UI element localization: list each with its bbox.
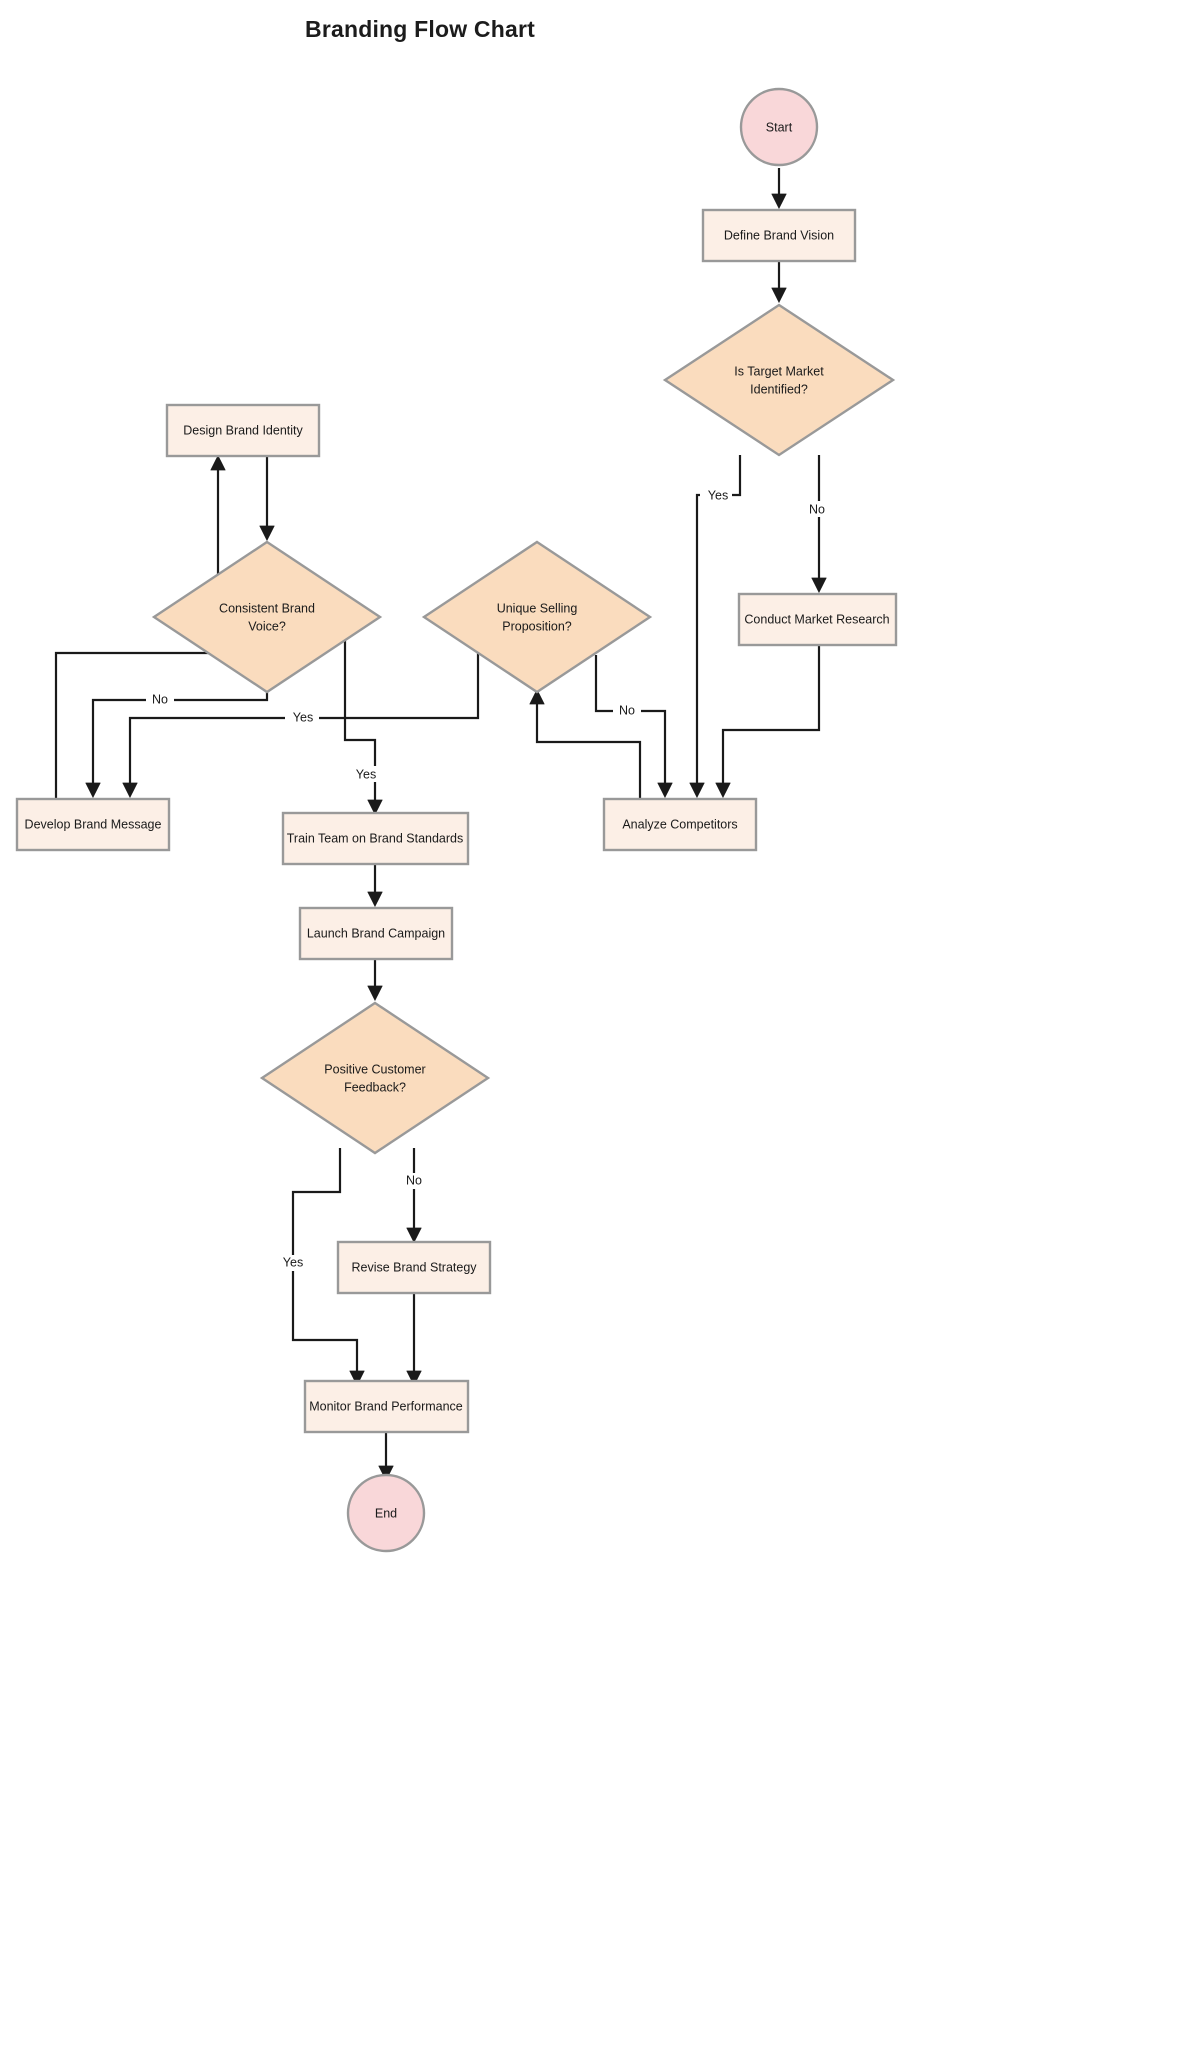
node-analyze-competitors[interactable]: Analyze Competitors <box>602 797 758 852</box>
node-define-brand-vision-label: Define Brand Vision <box>724 228 834 242</box>
edge-label-usp-no: No <box>619 703 635 717</box>
edge-target-market-yes <box>689 455 742 799</box>
edge-labels-layer: Yes No Yes No No Yes Yes No <box>146 487 831 1271</box>
node-usp-label-line2: Proposition? <box>502 619 572 633</box>
node-target-market-label-line2: Identified? <box>750 382 808 396</box>
node-launch-brand-campaign-label: Launch Brand Campaign <box>307 926 445 940</box>
node-brand-voice-label-line2: Voice? <box>248 619 286 633</box>
node-analyze-competitors-label: Analyze Competitors <box>622 817 737 831</box>
edge-label-brand-voice-yes: Yes <box>356 767 376 781</box>
node-conduct-market-research[interactable]: Conduct Market Research <box>737 592 898 647</box>
node-brand-voice-label-line1: Consistent Brand <box>219 601 315 615</box>
node-revise-brand-strategy-label: Revise Brand Strategy <box>351 1260 477 1274</box>
edge-market-research-to-analyze-competitors <box>715 645 821 799</box>
node-end[interactable]: End <box>346 1473 426 1553</box>
node-design-brand-identity-label: Design Brand Identity <box>183 423 303 437</box>
node-consistent-brand-voice[interactable]: Consistent Brand Voice? <box>151 540 383 694</box>
node-revise-brand-strategy[interactable]: Revise Brand Strategy <box>336 1240 492 1295</box>
edge-label-customer-feedback-yes: Yes <box>283 1255 303 1269</box>
edge-label-target-market-no: No <box>809 502 825 516</box>
edge-label-brand-voice-no: No <box>152 692 168 706</box>
edge-usp-no <box>594 655 673 799</box>
node-design-brand-identity[interactable]: Design Brand Identity <box>165 403 321 458</box>
node-customer-feedback-label-line1: Positive Customer <box>324 1062 425 1076</box>
node-target-market-label-line1: Is Target Market <box>734 364 824 378</box>
edge-brand-voice-no <box>85 692 269 799</box>
node-monitor-brand-performance[interactable]: Monitor Brand Performance <box>303 1379 470 1434</box>
node-end-label: End <box>375 1506 397 1520</box>
edge-label-target-market-yes: Yes <box>708 488 728 502</box>
edge-analyze-competitors-to-usp <box>529 688 642 798</box>
node-positive-customer-feedback[interactable]: Positive Customer Feedback? <box>259 1001 491 1155</box>
node-train-team-on-brand-standards[interactable]: Train Team on Brand Standards <box>281 811 470 866</box>
node-start[interactable]: Start <box>739 87 819 167</box>
node-unique-selling-proposition[interactable]: Unique Selling Proposition? <box>421 540 653 694</box>
node-usp-label-line1: Unique Selling <box>497 601 578 615</box>
edge-brand-voice-yes <box>343 640 383 816</box>
nodes-layer: Start Define Brand Vision Is Target Mark… <box>15 87 898 1553</box>
node-monitor-brand-performance-label: Monitor Brand Performance <box>309 1399 463 1413</box>
node-launch-brand-campaign[interactable]: Launch Brand Campaign <box>298 906 454 961</box>
edge-label-customer-feedback-no: No <box>406 1173 422 1187</box>
page-title: Branding Flow Chart <box>305 16 535 42</box>
node-is-target-market-identified[interactable]: Is Target Market Identified? <box>662 303 896 457</box>
edge-develop-message-to-design-identity <box>54 454 226 800</box>
node-develop-brand-message-label: Develop Brand Message <box>25 817 162 831</box>
node-define-brand-vision[interactable]: Define Brand Vision <box>701 208 857 263</box>
node-start-label: Start <box>766 120 793 134</box>
node-conduct-market-research-label: Conduct Market Research <box>744 612 889 626</box>
node-customer-feedback-label-line2: Feedback? <box>344 1080 406 1094</box>
edge-label-usp-yes: Yes <box>293 710 313 724</box>
node-train-team-label: Train Team on Brand Standards <box>287 831 464 845</box>
node-develop-brand-message[interactable]: Develop Brand Message <box>15 797 171 852</box>
